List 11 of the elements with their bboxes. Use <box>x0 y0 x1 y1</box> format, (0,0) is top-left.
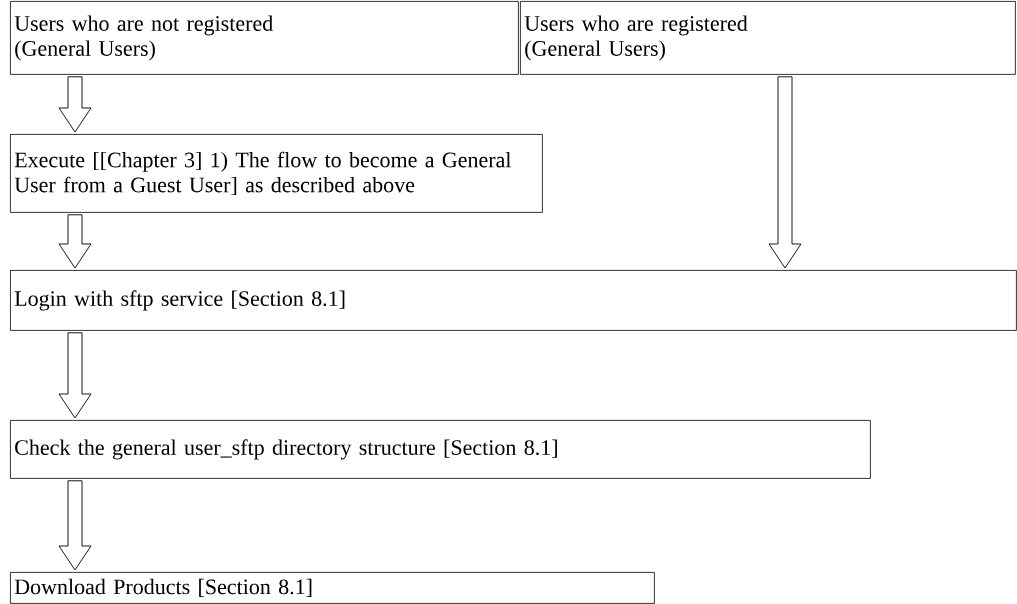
process-box: Users who are not registered (General Users) <box>10 1 519 75</box>
block-arrow <box>58 76 92 133</box>
process-box: Download Products [Section 8.1] <box>10 572 655 604</box>
block-arrow <box>58 332 92 419</box>
process-box: Execute [[Chapter 3] 1) The flow to become a General User from a Guest User] as described above <box>10 134 543 213</box>
block-arrow <box>768 76 802 269</box>
block-arrow <box>58 214 92 269</box>
block-arrow <box>58 480 92 571</box>
process-box: Users who are registered (General Users) <box>520 1 1016 75</box>
process-box: Login with sftp service [Section 8.1] <box>10 270 1017 331</box>
process-box: Check the general user_sftp directory structure [Section 8.1] <box>10 420 871 479</box>
